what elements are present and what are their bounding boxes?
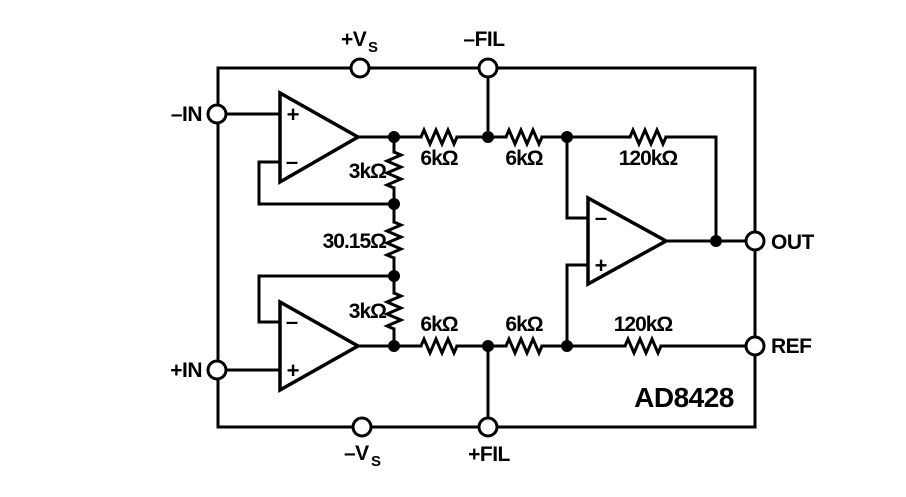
pin-out-terminal xyxy=(744,230,766,252)
a2-plus-sign: + xyxy=(287,358,300,383)
pin-label-neg-supply-subscript: S xyxy=(371,453,381,470)
pin-label-pos-supply-subscript: S xyxy=(368,39,378,56)
wire-a1-feedback xyxy=(257,160,396,206)
junction-output-feedback xyxy=(710,235,722,247)
pin-label-out: OUT xyxy=(771,231,815,254)
wire-a3-inverting-input xyxy=(565,135,590,220)
opamp-a2-triangle xyxy=(278,299,362,393)
resistor-gain-30_15 xyxy=(383,220,405,260)
opamp-a3-triangle xyxy=(586,195,670,287)
pin-label-neg-in: –IN xyxy=(171,103,202,126)
junction-pos-fil xyxy=(482,340,494,352)
pin-label-pos-supply: +V xyxy=(341,28,367,51)
resistor-120k-bottom xyxy=(623,335,663,357)
pin-pos-supply-terminal xyxy=(349,57,371,79)
resistor-label-120k-bottom: 120kΩ xyxy=(614,313,673,336)
a2-minus-sign: – xyxy=(286,309,298,334)
junction-a2-output xyxy=(388,340,400,352)
pin-label-neg-fil: –FIL xyxy=(463,28,505,51)
pin-ref-terminal xyxy=(744,335,766,357)
a3-minus-sign: – xyxy=(595,205,607,230)
resistor-label-6k-top-1: 6kΩ xyxy=(420,147,457,170)
a1-plus-sign: + xyxy=(287,102,300,127)
pin-neg-in-terminal xyxy=(206,103,228,125)
resistor-3k-top xyxy=(383,150,405,190)
resistor-120k-top xyxy=(628,126,668,148)
junction-neg-fil xyxy=(482,131,494,143)
pin-pos-in-terminal xyxy=(206,359,228,381)
junction-gain-bottom xyxy=(388,270,400,282)
junction-a3-neg-node xyxy=(561,131,573,143)
pin-pos-fil-terminal xyxy=(477,416,499,438)
junction-a1-output xyxy=(388,131,400,143)
junction-gain-top xyxy=(388,198,400,210)
wire-a3-noninverting-input xyxy=(565,263,590,348)
resistor-6k-bottom-2 xyxy=(504,335,544,357)
resistor-3k-bottom xyxy=(383,291,405,331)
a3-plus-sign: + xyxy=(595,253,608,278)
resistor-label-gain: 30.15Ω xyxy=(323,230,387,253)
pin-neg-fil-terminal xyxy=(477,57,499,79)
resistor-6k-top-2 xyxy=(504,126,544,148)
pin-label-ref: REF xyxy=(771,335,812,358)
resistor-label-6k-bottom-2: 6kΩ xyxy=(505,313,542,336)
resistor-label-120k-top: 120kΩ xyxy=(619,147,678,170)
junction-a3-pos-node xyxy=(561,340,573,352)
part-number-label: AD8428 xyxy=(634,382,734,413)
opamp-a1-triangle xyxy=(278,90,362,186)
pin-label-pos-fil: +FIL xyxy=(468,443,510,466)
wire-a2-feedback xyxy=(257,274,396,324)
resistor-6k-bottom-1 xyxy=(419,335,459,357)
resistor-label-6k-top-2: 6kΩ xyxy=(505,147,542,170)
resistor-label-3k-bottom: 3kΩ xyxy=(349,300,386,323)
resistor-label-3k-top: 3kΩ xyxy=(349,160,386,183)
pin-label-neg-supply: –V xyxy=(344,442,369,465)
a1-minus-sign: – xyxy=(286,149,298,174)
pin-label-pos-in: +IN xyxy=(170,359,202,382)
resistor-label-6k-bottom-1: 6kΩ xyxy=(420,313,457,336)
pin-neg-supply-terminal xyxy=(351,416,373,438)
resistor-6k-top-1 xyxy=(419,126,459,148)
